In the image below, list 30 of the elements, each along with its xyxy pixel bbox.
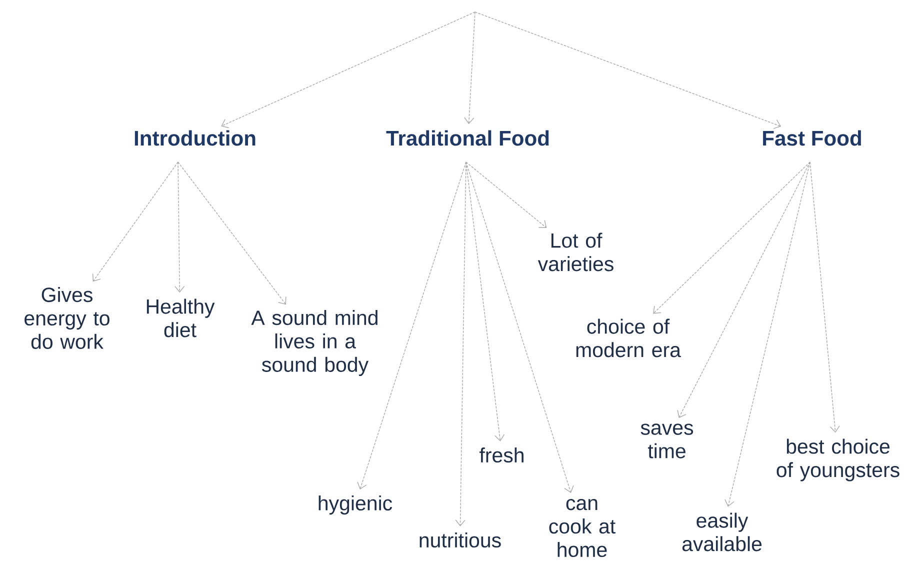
arrow (653, 162, 810, 314)
item-text: Gives energy to do work (24, 287, 110, 349)
item-text: A sound mind lives in a sound body (251, 310, 378, 376)
item-text: can cook at home (549, 498, 616, 558)
heading-text: Fast Food (763, 130, 861, 146)
arrow (221, 12, 476, 128)
item-text: Lot of varieties (538, 232, 614, 272)
arrow (92, 162, 178, 282)
arrow (466, 162, 505, 442)
item-text: hygienic (318, 495, 392, 515)
heading-text: Traditional Food (386, 130, 549, 146)
arrow (474, 12, 782, 129)
arrow (455, 162, 466, 526)
item-text: Healthy diet (146, 298, 215, 338)
item-text: saves time (640, 424, 694, 458)
item-text: choice of modern era (576, 318, 681, 358)
arrow (464, 12, 476, 124)
item-text: fresh (480, 447, 524, 463)
arrow (466, 162, 574, 494)
item-text: best choice of youngsters (776, 438, 900, 482)
arrow (174, 162, 185, 293)
arrow (178, 162, 286, 305)
item-text: easily available (682, 512, 762, 552)
heading-text: Introduction (134, 130, 256, 146)
arrow (466, 162, 547, 228)
item-text: nutritious (420, 532, 501, 548)
arrow (810, 162, 840, 433)
arrow (724, 162, 810, 507)
arrow (357, 162, 466, 490)
arrow (677, 162, 810, 418)
